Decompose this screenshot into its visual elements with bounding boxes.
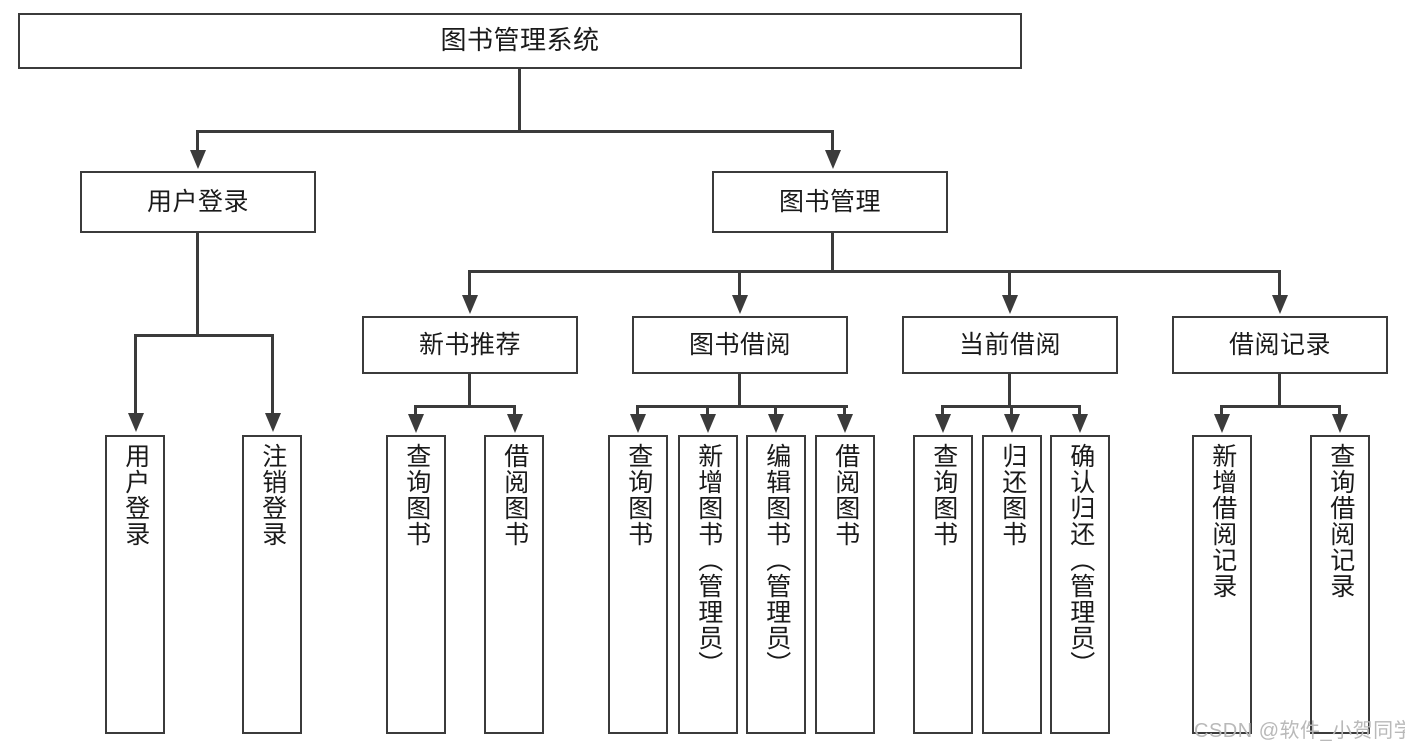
arrowhead-leaf-query-book-recommend (408, 414, 424, 433)
connector-root-to-user-login (196, 130, 199, 152)
leaf-query-book-recommend[interactable]: 查询图书 (386, 435, 446, 734)
connector-to-leaf-add-borrow-record (1220, 405, 1223, 416)
connector-root-bus (196, 130, 834, 133)
node-label: 查询借阅记录 (1326, 443, 1355, 599)
watermark-text: CSDN @软件_小贺同学 (1194, 720, 1405, 742)
arrowhead-user-login (190, 150, 206, 169)
leaf-add-borrow-record[interactable]: 新增借阅记录 (1192, 435, 1252, 734)
connector-to-leaf-borrow-book (843, 405, 846, 416)
leaf-logout-login[interactable]: 注销登录 (242, 435, 302, 734)
node-label: 当前借阅 (958, 331, 1061, 359)
connector-book-borrow-stem (738, 374, 741, 407)
node-label: 确认归还（管理员） (1066, 443, 1095, 677)
node-label: 用户登录 (121, 443, 150, 547)
connector-book-management-stem (831, 233, 834, 272)
connector-to-leaf-borrow-book-recommend (513, 405, 516, 416)
connector-book-borrow-bus (636, 405, 848, 408)
arrowhead-leaf-logout (265, 413, 281, 432)
node-label: 新书推荐 (418, 331, 521, 359)
leaf-edit-book[interactable]: 编辑图书（管理员） (746, 435, 806, 734)
arrowhead-leaf-borrow-book-recommend (507, 414, 523, 433)
connector-to-new-book-recommend (468, 270, 471, 297)
node-label: 图书管理 (778, 188, 881, 216)
leaf-query-borrow-record[interactable]: 查询借阅记录 (1310, 435, 1370, 734)
connector-to-leaf-edit-book (774, 405, 777, 416)
connector-to-leaf-logout (271, 334, 274, 415)
node-label: 图书借阅 (688, 331, 791, 359)
node-borrow-record[interactable]: 借阅记录 (1172, 316, 1388, 374)
connector-root-stem (518, 69, 521, 131)
node-label: 注销登录 (258, 443, 287, 547)
arrowhead-leaf-confirm-return (1072, 414, 1088, 433)
connector-current-borrow-stem (1008, 374, 1011, 407)
arrowhead-leaf-query-borrow-record (1332, 414, 1348, 433)
arrowhead-new-book-recommend (462, 295, 478, 314)
leaf-query-book-borrow[interactable]: 查询图书 (608, 435, 668, 734)
connector-to-leaf-query-book-recommend (414, 405, 417, 416)
connector-borrow-record-stem (1278, 374, 1281, 407)
node-label: 图书管理系统 (440, 25, 600, 56)
node-label: 查询图书 (624, 443, 653, 547)
connector-new-book-recommend-bus (414, 405, 516, 408)
leaf-borrow-book[interactable]: 借阅图书 (815, 435, 875, 734)
arrowhead-book-borrow (732, 295, 748, 314)
connector-root-to-book-management (831, 130, 834, 152)
arrowhead-borrow-record (1272, 295, 1288, 314)
arrowhead-leaf-user-login (128, 413, 144, 432)
connector-new-book-recommend-stem (468, 374, 471, 407)
arrowhead-leaf-edit-book (768, 414, 784, 433)
node-label: 借阅记录 (1228, 331, 1331, 359)
node-label: 编辑图书（管理员） (762, 443, 791, 677)
leaf-add-book[interactable]: 新增图书（管理员） (678, 435, 738, 734)
node-label: 查询图书 (929, 443, 958, 547)
node-label: 借阅图书 (831, 443, 860, 547)
connector-user-login-stem (196, 233, 199, 336)
arrowhead-leaf-query-book-current (935, 414, 951, 433)
connector-borrow-record-bus (1220, 405, 1341, 408)
node-label: 新增图书（管理员） (694, 443, 723, 677)
connector-book-management-bus (468, 270, 1280, 273)
connector-to-book-borrow (738, 270, 741, 297)
node-label: 新增借阅记录 (1208, 443, 1237, 599)
connector-to-borrow-record (1278, 270, 1281, 297)
node-book-borrow[interactable]: 图书借阅 (632, 316, 848, 374)
node-current-borrow[interactable]: 当前借阅 (902, 316, 1118, 374)
connector-user-login-bus (134, 334, 274, 337)
node-label: 查询图书 (402, 443, 431, 547)
leaf-user-login[interactable]: 用户登录 (105, 435, 165, 734)
arrowhead-leaf-add-book (700, 414, 716, 433)
arrowhead-leaf-add-borrow-record (1214, 414, 1230, 433)
connector-to-current-borrow (1008, 270, 1011, 297)
connector-to-leaf-query-book-borrow (636, 405, 639, 416)
node-user-login[interactable]: 用户登录 (80, 171, 316, 233)
connector-to-leaf-user-login (134, 334, 137, 415)
arrowhead-leaf-return-book (1004, 414, 1020, 433)
node-label: 归还图书 (998, 443, 1027, 547)
arrowhead-leaf-query-book-borrow (630, 414, 646, 433)
connector-to-leaf-query-borrow-record (1338, 405, 1341, 416)
connector-to-leaf-add-book (706, 405, 709, 416)
connector-to-leaf-query-book-current (941, 405, 944, 416)
node-label: 借阅图书 (500, 443, 529, 547)
node-new-book-recommend[interactable]: 新书推荐 (362, 316, 578, 374)
leaf-borrow-book-recommend[interactable]: 借阅图书 (484, 435, 544, 734)
arrowhead-book-management (825, 150, 841, 169)
arrowhead-current-borrow (1002, 295, 1018, 314)
connector-to-leaf-confirm-return (1078, 405, 1081, 416)
leaf-return-book[interactable]: 归还图书 (982, 435, 1042, 734)
leaf-query-book-current[interactable]: 查询图书 (913, 435, 973, 734)
leaf-confirm-return[interactable]: 确认归还（管理员） (1050, 435, 1110, 734)
node-book-management[interactable]: 图书管理 (712, 171, 948, 233)
node-root-system[interactable]: 图书管理系统 (18, 13, 1022, 69)
connector-to-leaf-return-book (1010, 405, 1013, 416)
arrowhead-leaf-borrow-book (837, 414, 853, 433)
node-label: 用户登录 (146, 188, 249, 216)
